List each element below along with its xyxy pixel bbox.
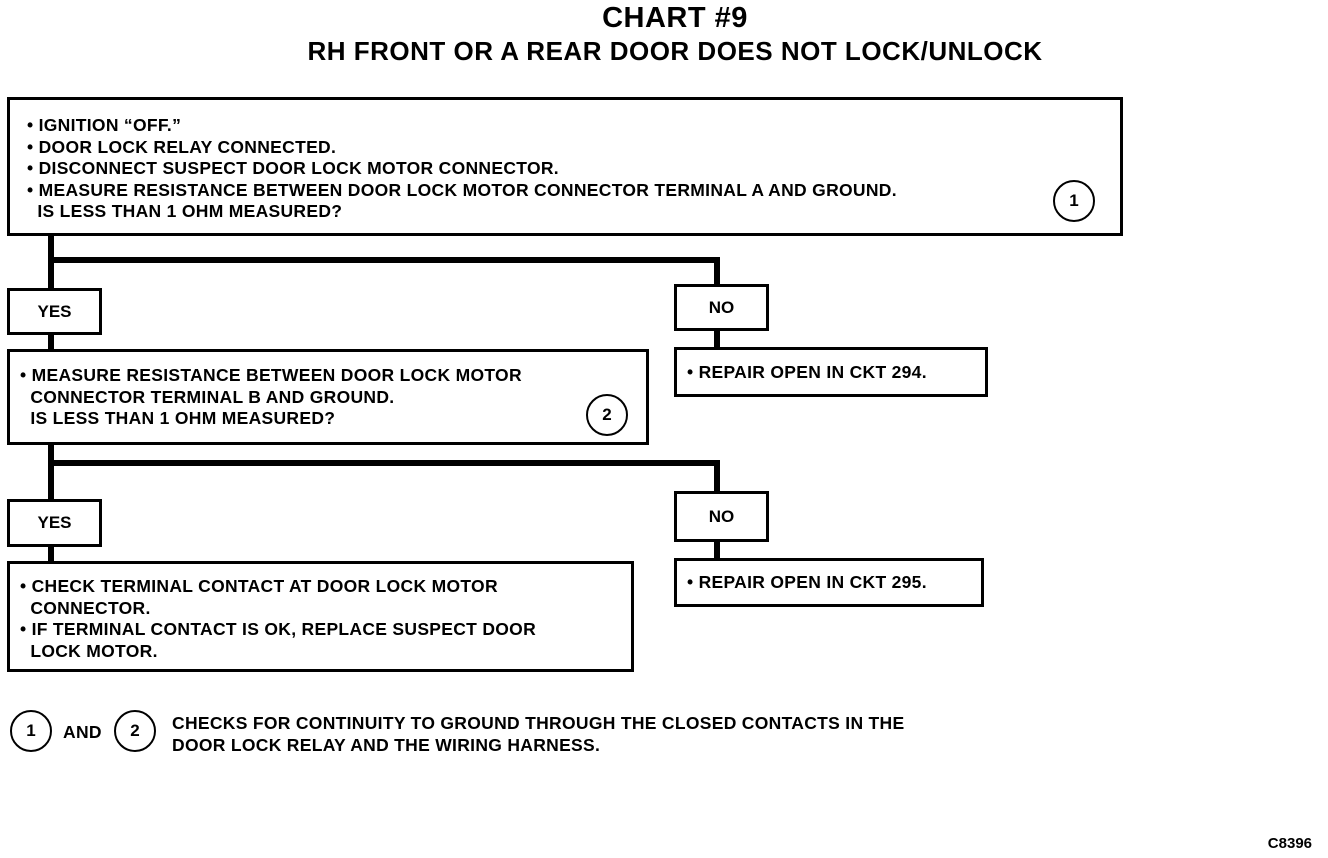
step1-marker: 1: [1053, 180, 1095, 222]
branch1-no-label: NO: [708, 298, 735, 317]
step3-line-2: CONNECTOR.: [20, 597, 151, 618]
step3-line-4: LOCK MOTOR.: [20, 640, 158, 661]
branch2-yes-box: YES: [7, 499, 102, 547]
branch1-no-connector: [714, 330, 720, 348]
step2-line-1: • MEASURE RESISTANCE BETWEEN DOOR LOCK M…: [20, 365, 522, 385]
step1-line-1: • IGNITION “OFF.”: [27, 115, 182, 135]
step1-line-4: • MEASURE RESISTANCE BETWEEN DOOR LOCK M…: [27, 179, 897, 200]
branch2-yes-connector: [48, 546, 54, 562]
branch1-yes-label: YES: [37, 302, 72, 321]
step2-marker: 2: [586, 394, 628, 436]
branch1-no-drop: [714, 257, 720, 287]
repair-ckt-294-text: • REPAIR OPEN IN CKT 294.: [687, 362, 927, 382]
branch2-no-connector: [714, 541, 720, 559]
branch1-yes-connector: [48, 334, 54, 351]
step2-line-2: CONNECTOR TERMINAL B AND GROUND.: [20, 386, 395, 407]
branch2-no-label: NO: [708, 507, 735, 526]
figure-code: C8396: [1267, 835, 1312, 852]
step2-box: • MEASURE RESISTANCE BETWEEN DOOR LOCK M…: [7, 349, 649, 445]
footnote-and: AND: [63, 722, 102, 742]
repair-ckt-295-box: • REPAIR OPEN IN CKT 295.: [674, 558, 984, 607]
repair-ckt-294-box: • REPAIR OPEN IN CKT 294.: [674, 347, 988, 397]
branch1-yes-box: YES: [7, 288, 102, 335]
branch2-yes-label: YES: [37, 513, 72, 532]
branch1-horizontal: [48, 257, 720, 263]
branch2-no-drop: [714, 460, 720, 492]
chart-subtitle: RH FRONT OR A REAR DOOR DOES NOT LOCK/UN…: [307, 36, 1043, 66]
step1-line-2: • DOOR LOCK RELAY CONNECTED.: [27, 136, 337, 157]
branch1-no-box: NO: [674, 284, 769, 331]
footnote-line-2: DOOR LOCK RELAY AND THE WIRING HARNESS.: [172, 735, 601, 755]
footnote-marker-1: 1: [10, 710, 52, 752]
step2-line-3: IS LESS THAN 1 OHM MEASURED?: [20, 408, 336, 428]
step1-box: • IGNITION “OFF.” • DOOR LOCK RELAY CONN…: [7, 97, 1123, 236]
branch2-horizontal: [48, 460, 720, 466]
repair-ckt-295-text: • REPAIR OPEN IN CKT 295.: [687, 572, 927, 592]
footnote-line-1: CHECKS FOR CONTINUITY TO GROUND THROUGH …: [172, 713, 905, 733]
chart-title: CHART #9: [602, 2, 748, 34]
branch2-no-box: NO: [674, 491, 769, 542]
step3-line-1: • CHECK TERMINAL CONTACT AT DOOR LOCK MO…: [20, 576, 498, 596]
step3-box: • CHECK TERMINAL CONTACT AT DOOR LOCK MO…: [7, 561, 634, 672]
step3-line-3: • IF TERMINAL CONTACT IS OK, REPLACE SUS…: [20, 619, 537, 639]
footnote-marker-2: 2: [114, 710, 156, 752]
branch2-stem: [48, 444, 54, 501]
step1-line-5: IS LESS THAN 1 OHM MEASURED?: [27, 201, 343, 221]
step1-line-3: • DISCONNECT SUSPECT DOOR LOCK MOTOR CON…: [27, 158, 559, 178]
